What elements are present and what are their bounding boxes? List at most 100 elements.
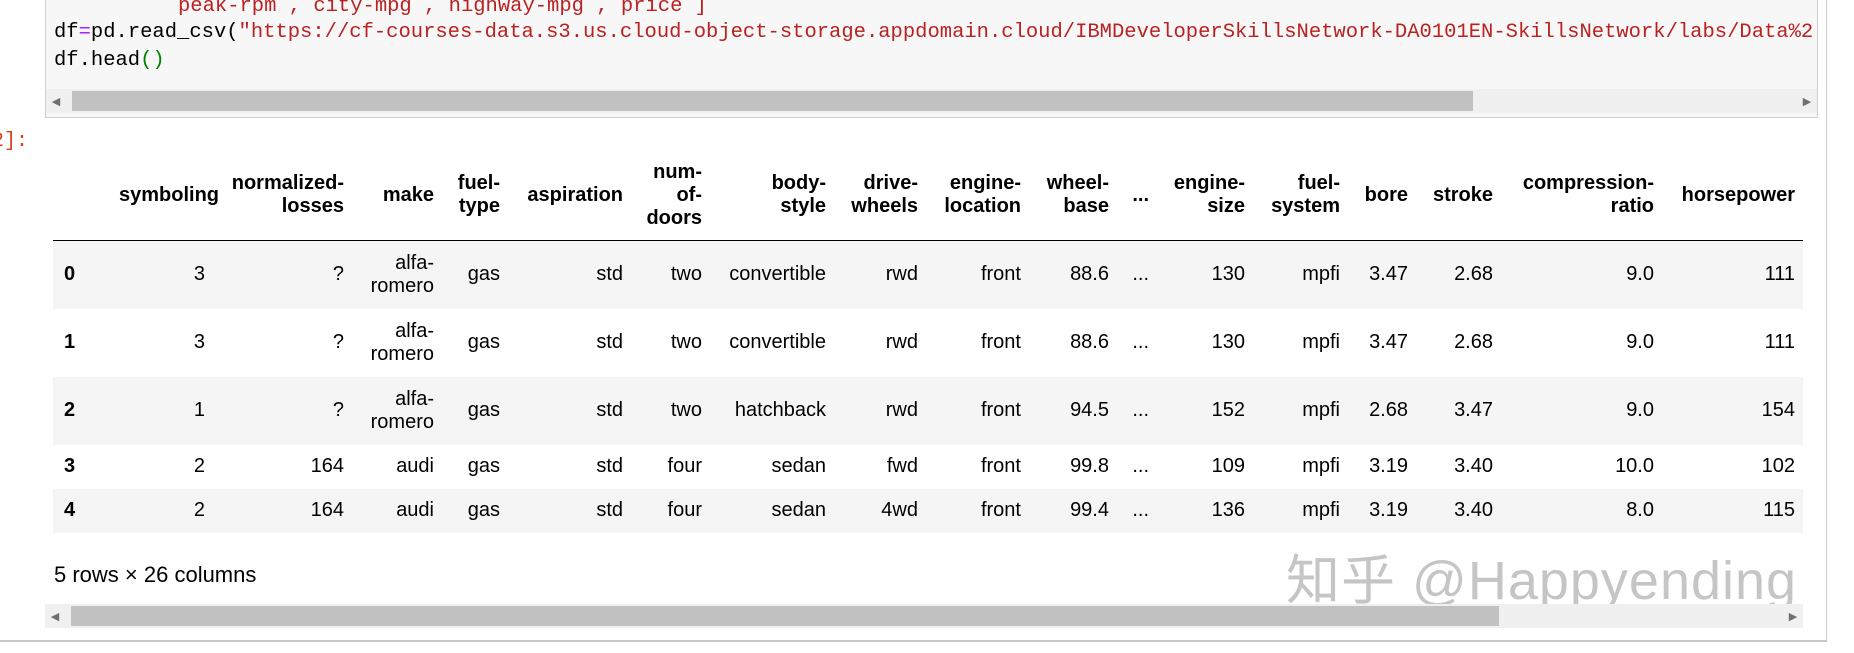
table-cell: 9.0 bbox=[1626, 331, 1654, 353]
table-cell: 136 bbox=[1211, 499, 1245, 521]
table-cell: convertible bbox=[729, 263, 826, 286]
table-cell: ... bbox=[1132, 455, 1149, 477]
table-cell: 164 bbox=[310, 499, 344, 521]
column-header-ellipsis: ... bbox=[1117, 150, 1157, 241]
scrollbar-thumb[interactable] bbox=[72, 91, 1473, 111]
table-cell: 88.6 bbox=[1070, 263, 1109, 286]
table-cell: convertible bbox=[729, 331, 826, 353]
table-cell: 94.5 bbox=[1070, 399, 1109, 421]
table-cell: front bbox=[980, 499, 1021, 521]
column-header-drive-wheels: drive-wheels bbox=[834, 150, 926, 241]
column-header-stroke: stroke bbox=[1416, 150, 1501, 241]
table-cell: mpfi bbox=[1302, 331, 1340, 353]
table-cell: four bbox=[667, 455, 702, 477]
column-header-num-of-doors: num-of-doors bbox=[631, 150, 710, 241]
row-index: 1 bbox=[64, 331, 76, 353]
triangle-right-icon[interactable]: ▶ bbox=[1802, 95, 1812, 108]
table-cell: 8.0 bbox=[1626, 499, 1654, 521]
column-header-symboling: symboling bbox=[115, 150, 219, 241]
code-line-1: peak-rpm , city-mpg , highway-mpg , pric… bbox=[178, 0, 707, 18]
column-header-body-style: body-style bbox=[710, 150, 834, 241]
table-cell: audi bbox=[396, 455, 434, 477]
table-cell: two bbox=[670, 399, 702, 421]
code-call: df.head bbox=[54, 49, 141, 72]
table-cell: front bbox=[980, 331, 1021, 353]
table-cell: 2.68 bbox=[1454, 263, 1493, 286]
table-cell: 164 bbox=[310, 455, 344, 477]
table-cell: ? bbox=[332, 263, 344, 286]
table-cell: alfa-romero bbox=[370, 387, 434, 433]
table-cell: ... bbox=[1132, 331, 1149, 353]
table-cell: rwd bbox=[885, 263, 918, 286]
table-cell: 3.40 bbox=[1454, 455, 1493, 477]
table-cell: mpfi bbox=[1302, 399, 1340, 421]
column-header-engine-size: engine-size bbox=[1157, 150, 1253, 241]
column-header-horsepower: horsepower bbox=[1662, 150, 1803, 241]
column-header-bore: bore bbox=[1348, 150, 1416, 241]
table-cell: 9.0 bbox=[1626, 263, 1654, 286]
table-cell: std bbox=[596, 499, 623, 521]
cell-border bbox=[1826, 0, 1827, 640]
table-cell: std bbox=[596, 331, 623, 353]
column-header-engine-location: engine-location bbox=[926, 150, 1029, 241]
table-cell: alfa-romero bbox=[370, 251, 434, 297]
column-header-wheel-base: wheel-base bbox=[1029, 150, 1117, 241]
table-cell: ? bbox=[332, 399, 344, 421]
code-cell[interactable]: peak-rpm , city-mpg , highway-mpg , pric… bbox=[45, 0, 1818, 118]
table-cell: 154 bbox=[1761, 399, 1795, 421]
table-cell: audi bbox=[396, 499, 434, 521]
table-cell: fwd bbox=[886, 455, 918, 477]
code-horizontal-scrollbar[interactable]: ◀ ▶ bbox=[46, 89, 1817, 113]
table-cell: std bbox=[596, 263, 623, 286]
table-cell: 3.19 bbox=[1369, 499, 1408, 521]
table-cell: 3 bbox=[193, 331, 205, 353]
code-string: "https://cf-courses-data.s3.us.cloud-obj… bbox=[238, 21, 1814, 44]
code-line-3: df.head() bbox=[54, 49, 165, 73]
table-cell: 99.8 bbox=[1070, 455, 1109, 477]
table-cell: 111 bbox=[1764, 263, 1795, 286]
triangle-left-icon[interactable]: ◀ bbox=[50, 610, 60, 623]
table-cell: two bbox=[670, 331, 702, 353]
table-cell: ... bbox=[1132, 399, 1149, 421]
table-cell: std bbox=[596, 455, 623, 477]
table-cell: two bbox=[670, 263, 702, 286]
table-cell: gas bbox=[467, 399, 500, 421]
table-cell: four bbox=[667, 499, 702, 521]
table-cell: 1 bbox=[193, 399, 205, 421]
table-cell: 115 bbox=[1763, 499, 1795, 521]
table-cell: rwd bbox=[885, 331, 918, 353]
table-cell: 2 bbox=[193, 499, 205, 521]
row-index: 0 bbox=[64, 263, 76, 286]
code-line-2: df=pd.read_csv("https://cf-courses-data.… bbox=[54, 21, 1813, 45]
cell-border-bottom bbox=[0, 640, 1827, 642]
output-horizontal-scrollbar[interactable]: ◀ ▶ bbox=[45, 604, 1803, 628]
table-cell: front bbox=[980, 455, 1021, 477]
column-header-compression-ratio: compression-ratio bbox=[1501, 150, 1662, 241]
column-header-aspiration: aspiration bbox=[508, 150, 631, 241]
table-cell: 2.68 bbox=[1454, 331, 1493, 353]
table-cell: 152 bbox=[1211, 399, 1245, 421]
table-cell: 109 bbox=[1211, 455, 1245, 477]
table-cell: front bbox=[980, 399, 1021, 421]
table-cell: sedan bbox=[771, 455, 827, 477]
table-cell: 10.0 bbox=[1615, 455, 1654, 477]
table-cell: 3.40 bbox=[1454, 499, 1493, 521]
table-cell: gas bbox=[467, 455, 500, 477]
table-cell: gas bbox=[467, 331, 500, 353]
column-header-fuel-type: fuel-type bbox=[442, 150, 508, 241]
scrollbar-thumb[interactable] bbox=[71, 606, 1499, 626]
triangle-left-icon[interactable]: ◀ bbox=[51, 95, 61, 108]
table-cell: 88.6 bbox=[1070, 331, 1109, 353]
column-header-make: make bbox=[352, 150, 442, 241]
table-cell: mpfi bbox=[1302, 455, 1340, 477]
output-prompt: 2]: bbox=[0, 130, 29, 153]
triangle-right-icon[interactable]: ▶ bbox=[1788, 610, 1798, 623]
table-cell: alfa-romero bbox=[370, 319, 434, 365]
table-cell: 2 bbox=[193, 455, 205, 477]
index-header bbox=[53, 150, 115, 241]
watermark: 知乎 @Happyending bbox=[1286, 551, 1798, 611]
